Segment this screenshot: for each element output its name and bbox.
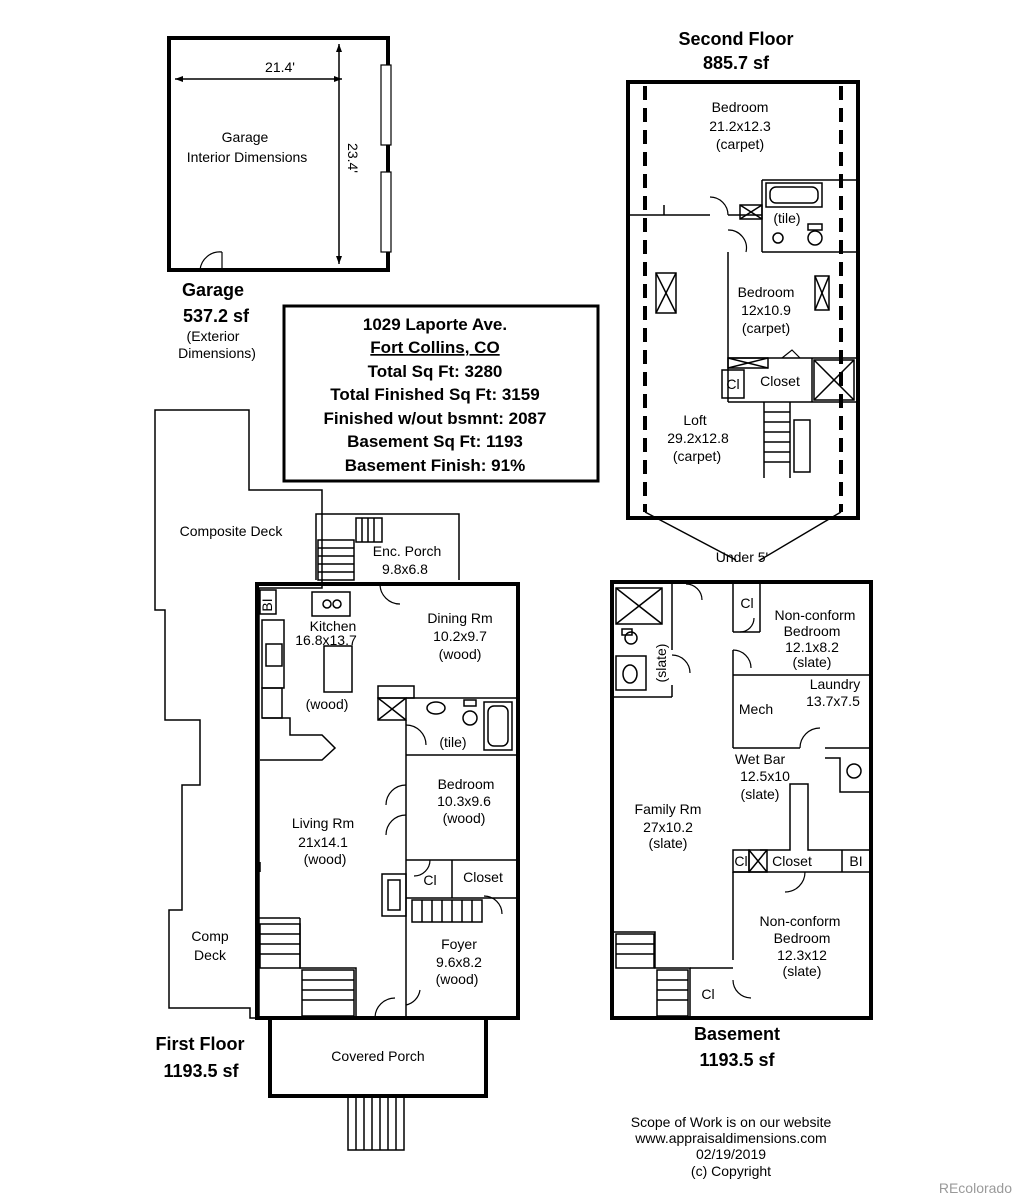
basement-closet: Closet <box>772 853 812 869</box>
bedroom2-label: Bedroom <box>738 284 795 300</box>
laundry-label: Laundry <box>810 676 861 692</box>
living-size: 21x14.1 <box>298 834 348 850</box>
first-cl-label: Cl <box>423 872 436 888</box>
family-size: 27x10.2 <box>643 819 693 835</box>
basement-bi: BI <box>849 853 862 869</box>
basement-area: 1193.5 sf <box>699 1050 775 1070</box>
foyer-size: 9.6x8.2 <box>436 954 482 970</box>
nc-bedroom2-label-2: Bedroom <box>774 930 831 946</box>
nc-bedroom1-label-2: Bedroom <box>784 623 841 639</box>
foyer-floor: (wood) <box>436 971 479 987</box>
basement-sq-ft: Basement Sq Ft: 1193 <box>347 432 523 451</box>
garage-plan: 21.4' 23.4' Garage Interior Dimensions <box>167 36 392 272</box>
first-bedroom-size: 10.3x9.6 <box>437 793 491 809</box>
basement-bath-floor: (slate) <box>653 644 669 683</box>
nc-bedroom1-floor: (slate) <box>793 654 832 670</box>
wet-bar-label: Wet Bar <box>735 751 786 767</box>
nc-bedroom2-size: 12.3x12 <box>777 947 827 963</box>
first-bedroom-label: Bedroom <box>438 776 495 792</box>
dining-label: Dining Rm <box>427 610 492 626</box>
bedroom1-size: 21.2x12.3 <box>709 118 771 134</box>
nc-bedroom1-label: Non-conform <box>775 607 856 623</box>
wet-bar-size: 12.5x10 <box>740 768 790 784</box>
family-label: Family Rm <box>635 801 702 817</box>
foyer-label: Foyer <box>441 936 477 952</box>
first-floor-area: 1193.5 sf <box>163 1061 239 1081</box>
first-closet-label: Closet <box>463 869 503 885</box>
footer-copyright: (c) Copyright <box>691 1163 771 1179</box>
nc-bedroom2-floor: (slate) <box>783 963 822 979</box>
garage-area: 537.2 sf <box>183 306 250 326</box>
basement-cl-mid: Cl <box>734 853 747 869</box>
enc-porch-size: 9.8x6.8 <box>382 561 428 577</box>
first-floor-plan: Composite Deck Enc. Porch 9.8x6.8 BI Kit… <box>154 409 520 1151</box>
enc-porch-label: Enc. Porch <box>373 543 441 559</box>
bi-label: BI <box>259 598 275 611</box>
first-bedroom-floor: (wood) <box>443 810 486 826</box>
loft-label: Loft <box>683 412 706 428</box>
kitchen-label: Kitchen <box>310 618 357 634</box>
dining-floor: (wood) <box>439 646 482 662</box>
wet-bar-floor: (slate) <box>741 786 780 802</box>
bedroom1-floor: (carpet) <box>716 136 764 152</box>
basement-cl-top: Cl <box>740 595 753 611</box>
garage-depth: 23.4' <box>345 143 361 173</box>
bath-floor: (tile) <box>773 210 800 226</box>
first-bath-floor: (tile) <box>439 734 466 750</box>
second-floor-area: 885.7 sf <box>703 53 770 73</box>
address-city: Fort Collins, CO <box>370 338 499 357</box>
loft-size: 29.2x12.8 <box>667 430 729 446</box>
under-5-label: Under 5' <box>716 549 768 565</box>
garage-interior-label-2: Interior Dimensions <box>187 149 308 165</box>
family-floor: (slate) <box>649 835 688 851</box>
basement-finish: Basement Finish: 91% <box>345 456 525 475</box>
bedroom1-label: Bedroom <box>712 99 769 115</box>
kitchen-size: 16.8x13.7 <box>295 632 357 648</box>
total-sq-ft: Total Sq Ft: 3280 <box>368 362 503 381</box>
footer-website: www.appraisaldimensions.com <box>634 1130 826 1146</box>
kitchen-floor: (wood) <box>306 696 349 712</box>
garage-width: 21.4' <box>265 59 295 75</box>
covered-porch-label: Covered Porch <box>331 1048 424 1064</box>
bedroom2-size: 12x10.9 <box>741 302 791 318</box>
total-finished-sq-ft: Total Finished Sq Ft: 3159 <box>330 385 539 404</box>
loft-floor: (carpet) <box>673 448 721 464</box>
footer-date: 02/19/2019 <box>696 1146 766 1162</box>
basement-plan: (slate) Cl Non-conform Bedroom 12.1x8.2 … <box>610 580 873 1020</box>
garage-note: (Exterior <box>187 328 240 344</box>
garage-interior-label: Garage <box>222 129 269 145</box>
closet-label: Closet <box>760 373 800 389</box>
garage-title: Garage <box>182 280 244 300</box>
address-street: 1029 Laporte Ave. <box>363 315 507 334</box>
mech-label: Mech <box>739 701 773 717</box>
property-info-box <box>282 304 600 483</box>
nc-bedroom1-size: 12.1x8.2 <box>785 639 839 655</box>
garage-note-2: Dimensions) <box>178 345 256 361</box>
living-label: Living Rm <box>292 815 354 831</box>
laundry-size: 13.7x7.5 <box>806 693 860 709</box>
comp-deck-label: Comp <box>191 928 229 944</box>
footer-scope: Scope of Work is on our website <box>631 1114 832 1130</box>
living-floor: (wood) <box>304 851 347 867</box>
nc-bedroom2-label: Non-conform <box>760 913 841 929</box>
second-floor-plan: Bedroom 21.2x12.3 (carpet) (tile) Bedroo… <box>626 80 860 561</box>
cl-label: Cl <box>726 376 739 392</box>
comp-deck-label-2: Deck <box>194 947 227 963</box>
first-floor-title: First Floor <box>156 1034 245 1054</box>
watermark: REcolorado <box>939 1180 1012 1196</box>
bedroom2-floor: (carpet) <box>742 320 790 336</box>
composite-deck-label: Composite Deck <box>180 523 284 539</box>
dining-size: 10.2x9.7 <box>433 628 487 644</box>
basement-title: Basement <box>694 1024 780 1044</box>
second-floor-title: Second Floor <box>678 29 793 49</box>
basement-cl-bottom: Cl <box>701 986 714 1002</box>
finished-without-basement: Finished w/out bsmnt: 2087 <box>324 409 547 428</box>
